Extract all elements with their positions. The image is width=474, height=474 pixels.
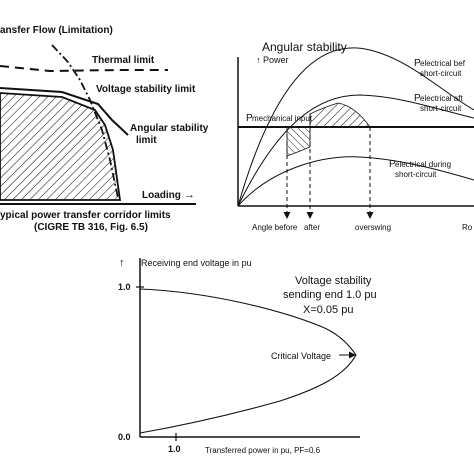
angle-before-label: Angle before (252, 223, 298, 232)
voltage-x-axis-label: Transferred power in pu, PF=0.6 (205, 446, 321, 455)
voltage-stability-panel: ↑ Receiving end voltage in pu 1.0 0.0 1.… (118, 257, 377, 455)
p-mechanical-letter: P (246, 113, 253, 124)
voltage-panel-title-2: sending end 1.0 pu (283, 289, 377, 301)
p-after-label-2: short-circuit (420, 104, 462, 113)
voltage-y-tick-bottom-label: 0.0 (118, 432, 131, 442)
angular-stability-limit-curve (0, 87, 129, 136)
p-electrical-after-curve (237, 94, 474, 207)
transfer-caption-line-2: (CIGRE TB 316, Fig. 6.5) (34, 222, 148, 233)
voltage-x-tick-label: 1.0 (168, 444, 181, 454)
thermal-limit-curve (0, 65, 168, 73)
overswing-label: overswing (355, 223, 391, 232)
p-before-letter: P (414, 58, 421, 69)
p-during-letter: P (389, 159, 396, 170)
transfer-panel-title: ansfer Flow (Limitation) (0, 25, 113, 36)
critical-voltage-label: Critical Voltage (271, 351, 331, 361)
voltage-stability-limit-label: Voltage stability limit (96, 84, 196, 95)
voltage-y-axis-label: Receiving end voltage in pu (141, 258, 252, 268)
p-during-label-1: electrical during (395, 160, 451, 169)
thermal-limit-label: Thermal limit (92, 55, 155, 66)
decelerating-area (309, 102, 371, 128)
voltage-y-tick-top-label: 1.0 (118, 282, 131, 292)
critical-voltage-arrow-icon (349, 351, 356, 359)
p-before-label-1: electrical bef (420, 59, 466, 68)
loading-axis-label: Loading (142, 190, 181, 201)
angular-stability-limit-label-1: Angular stability (130, 123, 209, 134)
angular-x-axis-label: Ro (462, 223, 473, 232)
angle-after-label: after (304, 223, 320, 232)
p-electrical-during-curve (237, 156, 474, 207)
angle-after-arrow-icon (306, 212, 314, 219)
angular-y-axis-label: ↑ Power (256, 55, 289, 65)
angular-stability-limit-label-2: limit (136, 135, 157, 146)
p-after-letter: P (414, 93, 421, 104)
p-after-label-1: electrical aft (420, 94, 463, 103)
voltage-stability-limit-curve (51, 44, 119, 199)
angle-before-arrow-icon (283, 212, 291, 219)
angular-panel-title: Angular stability (262, 40, 347, 54)
transfer-corridor-region (0, 92, 122, 201)
p-during-label-2: short-circuit (395, 170, 437, 179)
voltage-panel-title-3: X=0.05 pu (303, 304, 353, 316)
p-before-label-2: short-circuit (420, 69, 462, 78)
angular-stability-panel: Angular stability ↑ Power P mechanical i… (237, 40, 474, 232)
voltage-y-arrow-icon: ↑ (119, 257, 125, 269)
transfer-caption-line-1: ypical power transfer corridor limits (0, 210, 171, 221)
transfer-corridor-panel: ansfer Flow (Limitation) Thermal limit V… (0, 25, 209, 233)
p-mechanical-input-label: mechanical input (252, 114, 313, 123)
voltage-panel-title-1: Voltage stability (295, 275, 372, 287)
loading-arrow-icon: → (184, 189, 195, 201)
overswing-arrow-icon (366, 212, 374, 219)
p-electrical-before-curve (237, 47, 474, 207)
accelerating-area (286, 126, 311, 157)
